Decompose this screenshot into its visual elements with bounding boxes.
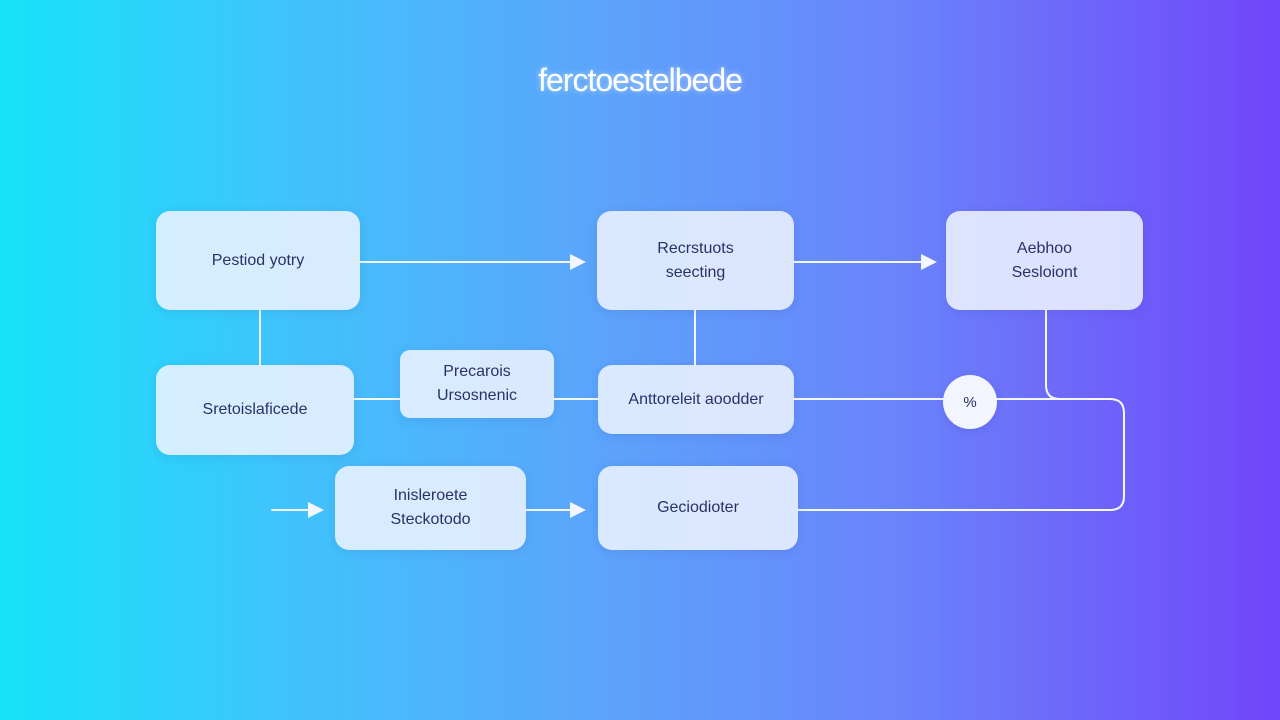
node-n1[interactable]: Pestiod yotry bbox=[156, 211, 360, 310]
merge-badge[interactable]: % bbox=[943, 375, 997, 429]
node-n5-line-2: Ursosnenic bbox=[436, 387, 518, 404]
node-n1-line-1: Pestiod yotry bbox=[211, 251, 305, 269]
node-n2[interactable]: Recrstuots seecting bbox=[597, 211, 794, 310]
node-n8-line-1: Geciodioter bbox=[657, 499, 739, 516]
node-n7[interactable]: Inisleroete Steckotodo bbox=[335, 466, 526, 550]
node-n4-line-1: Sretoislaficede bbox=[202, 401, 308, 418]
node-n5[interactable]: Precarois Ursosnenic bbox=[400, 350, 554, 418]
node-n5-line-1: Precarois bbox=[443, 363, 511, 380]
node-n7-line-1: Inisleroete bbox=[393, 487, 468, 504]
node-n4[interactable]: Sretoislaficede bbox=[156, 365, 354, 455]
edge-n3-merge bbox=[1045, 309, 1061, 400]
node-n6-line-1: Anttoreleit aoodder bbox=[628, 390, 764, 408]
arrowhead-n8 bbox=[570, 502, 586, 518]
node-n2-line-2: seecting bbox=[665, 263, 726, 281]
node-n3-line-1: Aebhoo bbox=[1016, 239, 1073, 257]
node-n7-line-2: Steckotodo bbox=[390, 511, 471, 528]
diagram-title: ferctoestelbede bbox=[538, 62, 743, 98]
arrowhead-n7 bbox=[308, 502, 324, 518]
edge-badge-loop bbox=[797, 398, 1125, 511]
node-n3[interactable]: Aebhoo Sesloiont bbox=[946, 211, 1143, 310]
node-n3-line-2: Sesloiont bbox=[1011, 263, 1078, 281]
node-n8[interactable]: Geciodioter bbox=[598, 466, 798, 550]
arrowhead-n3 bbox=[921, 254, 937, 270]
node-n2-line-1: Recrstuots bbox=[657, 239, 734, 257]
node-n6[interactable]: Anttoreleit aoodder bbox=[598, 365, 794, 434]
arrowhead-n2 bbox=[570, 254, 586, 270]
